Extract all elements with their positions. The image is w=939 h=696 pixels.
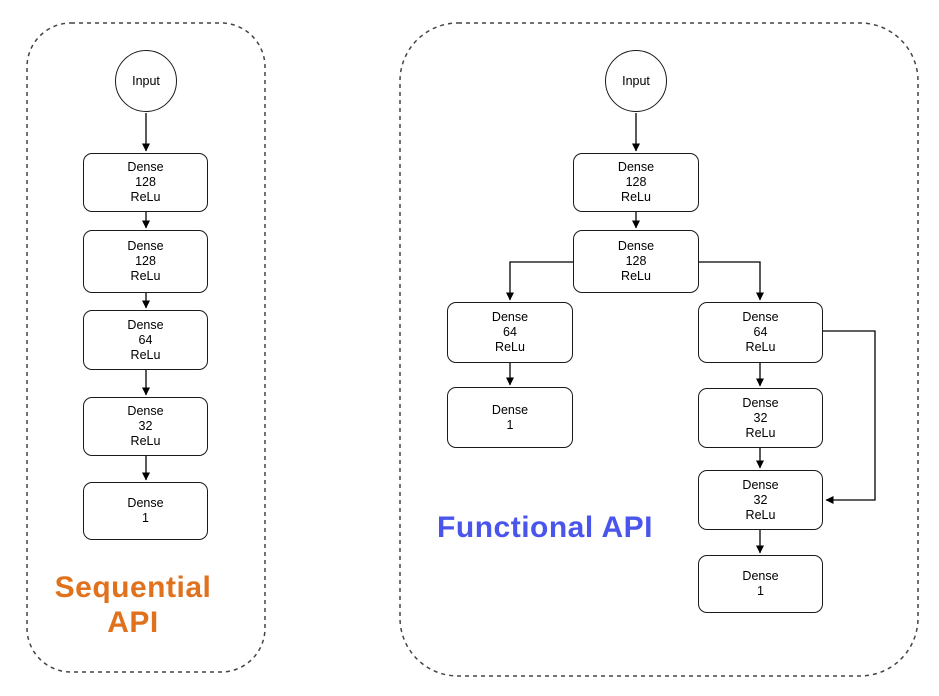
node-label-line: 64 — [138, 332, 153, 347]
edge-fun-dense128b-to-dense64-right — [699, 261, 764, 301]
node-label-line: ReLu — [745, 507, 776, 522]
fun-dense1-left-node: Dense 1 — [447, 387, 573, 448]
fun-dense32-node-1: Dense 32 ReLu — [698, 388, 823, 448]
seq-dense64-node: Dense 64 ReLu — [83, 310, 208, 370]
title-line: Functional — [437, 511, 594, 544]
title-line: Sequential — [54, 571, 212, 604]
fun-dense32-node-2: Dense 32 ReLu — [698, 470, 823, 530]
edge-fun-dense128b-to-dense64-left — [506, 261, 573, 301]
node-label-line: ReLu — [495, 340, 525, 354]
node-label-line: Input — [132, 73, 160, 88]
node-label-line: ReLu — [130, 347, 161, 362]
fun-dense64-right-node: Dense 64 ReLu — [698, 302, 823, 363]
fun-dense128-node-2: Dense 128 ReLu — [573, 230, 699, 293]
node-label-line: Dense — [617, 160, 655, 174]
node-label-line: Dense — [617, 239, 655, 253]
sequential-panel-border — [26, 22, 266, 673]
functional-panel-border — [399, 22, 919, 677]
node-label-line: Dense — [491, 402, 529, 417]
seq-input-node: Input — [115, 50, 177, 112]
node-label-line: Dense — [742, 477, 779, 492]
fun-dense128-node-1: Dense 128 ReLu — [573, 153, 699, 212]
node-label-line: ReLu — [621, 190, 651, 204]
node-label-line: 32 — [753, 492, 768, 507]
node-label-line: ReLu — [621, 269, 651, 283]
node-label-line: Dense — [742, 310, 779, 324]
seq-dense1-node: Dense 1 — [83, 482, 208, 540]
node-label-line: Dense — [491, 310, 529, 324]
node-label-line: 1 — [757, 584, 764, 598]
node-label-line: Dense — [742, 569, 779, 583]
node-label-line: 128 — [625, 175, 647, 189]
node-label-line: 64 — [753, 325, 768, 339]
fun-dense64-left-node: Dense 64 ReLu — [447, 302, 573, 363]
node-label-line: 1 — [142, 511, 149, 525]
fun-dense1-right-node: Dense 1 — [698, 555, 823, 613]
title-line: API — [601, 511, 653, 544]
node-label-line: 128 — [625, 254, 647, 268]
title-line: API — [107, 606, 159, 639]
node-label-line: ReLu — [130, 269, 161, 283]
node-label-line: ReLu — [130, 434, 161, 448]
node-label-line: ReLu — [745, 340, 776, 354]
node-label-line: Dense — [127, 404, 164, 418]
node-label-line: Dense — [127, 317, 164, 332]
seq-dense128-node-1: Dense 128 ReLu — [83, 153, 208, 212]
node-label-line: ReLu — [130, 190, 161, 204]
node-label-line: Dense — [127, 160, 164, 174]
edge-fun-skip-dense64right-to-dense32b — [823, 330, 876, 504]
node-label-line: Dense — [742, 395, 779, 410]
node-label-line: Dense — [127, 496, 164, 510]
node-label-line: ReLu — [745, 425, 776, 440]
fun-input-node: Input — [605, 50, 667, 112]
seq-dense32-node: Dense 32 ReLu — [83, 397, 208, 456]
node-label-line: 1 — [506, 417, 514, 432]
node-label-line: Dense — [127, 239, 164, 253]
node-label-line: 128 — [135, 254, 156, 268]
node-label-line: 128 — [135, 175, 156, 189]
node-label-line: 32 — [753, 410, 768, 425]
sequential-api-title: Sequential API — [27, 570, 239, 640]
node-label-line: 64 — [503, 325, 517, 339]
node-label-line: 32 — [138, 419, 153, 433]
seq-dense128-node-2: Dense 128 ReLu — [83, 230, 208, 293]
node-label-line: Input — [622, 73, 650, 88]
functional-api-title: Functional API — [430, 510, 660, 545]
